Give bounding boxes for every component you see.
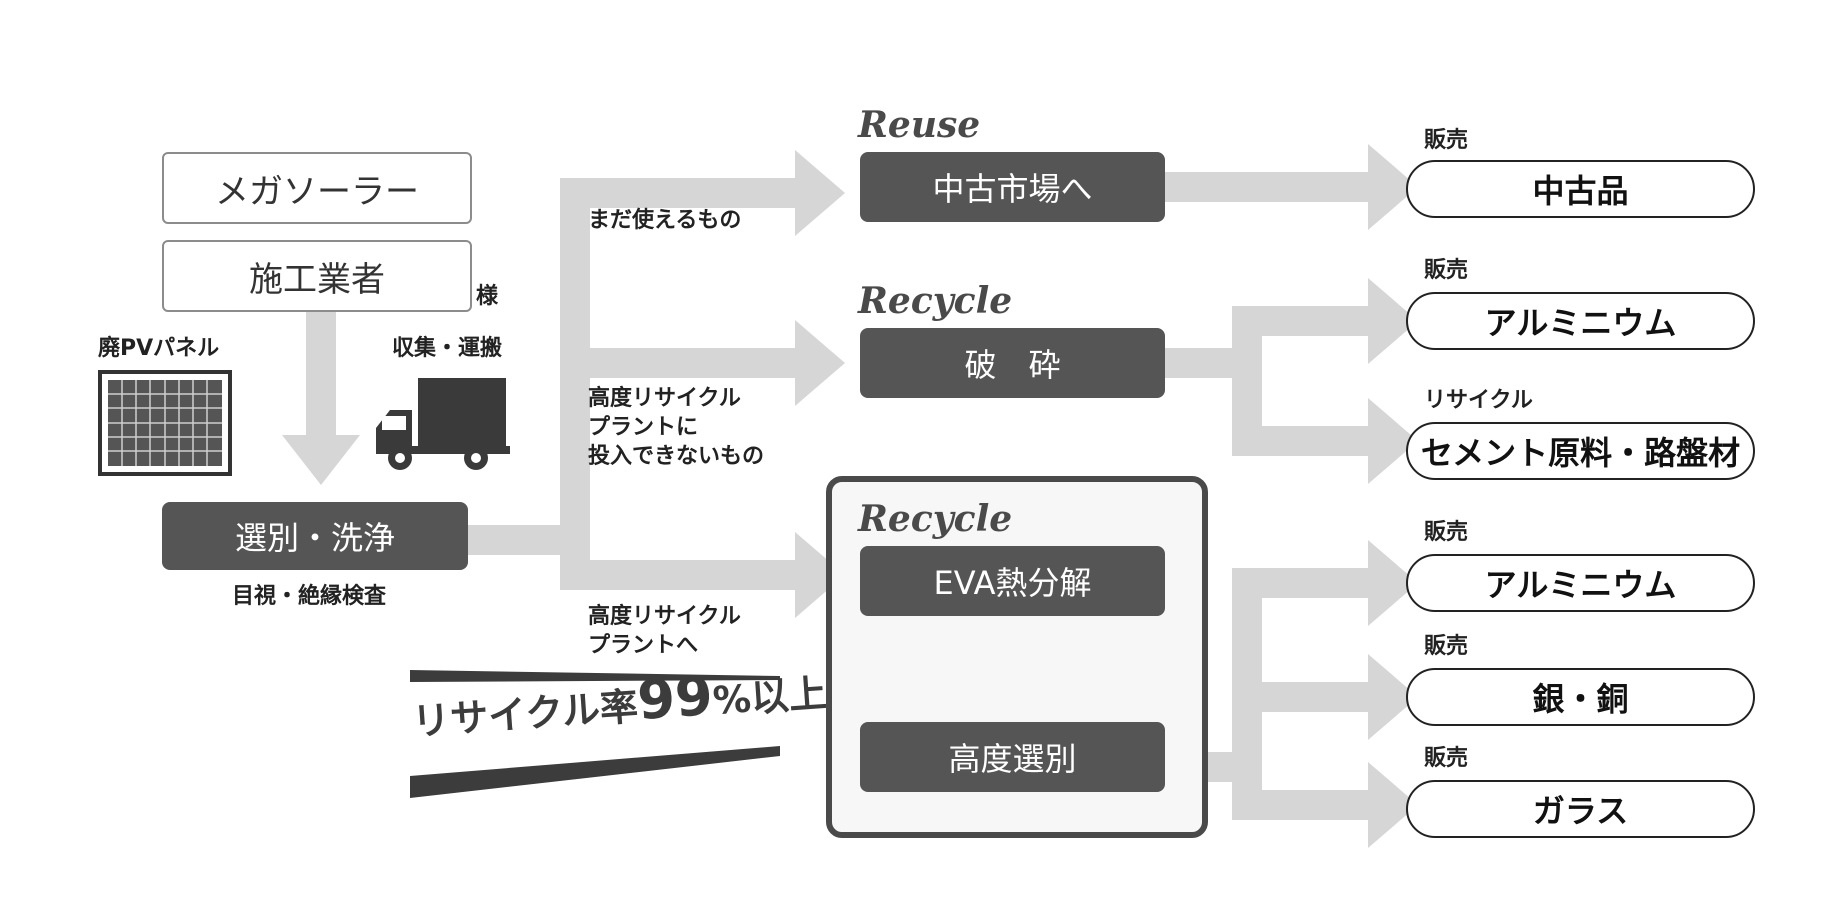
recycle-title-2: Recycle: [858, 498, 1013, 540]
output-item-3: セメント原料・路盤材: [1406, 422, 1755, 480]
recycle-rate-suffix: 以上: [749, 671, 829, 721]
arrow-adv-to-alu-head: [1368, 540, 1418, 626]
panel-label: 廃PVパネル: [98, 336, 220, 361]
note-to-plant: 高度リサイクル プラントへ: [588, 602, 741, 660]
output-item-2: アルミニウム: [1406, 292, 1755, 350]
reuse-title: Reuse: [858, 104, 981, 146]
output-item-6: ガラス: [1406, 780, 1755, 838]
sort-wash-label: 選別・洗浄: [234, 519, 395, 557]
arrow-to-crush: [560, 348, 800, 378]
recycle-title-1: Recycle: [858, 280, 1013, 322]
arrow-trunk: [560, 178, 590, 580]
note-to-plant-line2: プラントへ: [588, 633, 699, 658]
source-mega-solar: メガソーラー: [162, 152, 472, 224]
arrow-adv-to-metal: [1232, 682, 1370, 712]
note-usable: まだ使えるもの: [588, 208, 742, 233]
arrow-reuse-out: [1165, 172, 1370, 202]
recycle-rate-unit: %: [711, 676, 753, 723]
arrow-to-reuse-head: [795, 150, 845, 236]
note-not-recyclable-line1: 高度リサイクル: [588, 386, 741, 411]
output-item-6-label: ガラス: [1532, 792, 1629, 830]
note-not-recyclable-line3: 投入できないもの: [588, 444, 765, 469]
output-tag-5: 販売: [1424, 634, 1469, 659]
output-item-5-label: 銀・銅: [1532, 680, 1629, 718]
recycle-rate-wedge-top: [410, 670, 780, 682]
output-tag-2: 販売: [1424, 258, 1469, 283]
source-contractor-label: 施工業者: [249, 259, 385, 300]
arrow-adv-to-glass-head: [1368, 762, 1418, 848]
arrow-down-sources-head: [282, 435, 360, 485]
advanced-sort-label: 高度選別: [948, 740, 1077, 778]
used-market-box: 中古市場へ: [860, 152, 1165, 222]
source-contractor: 施工業者: [162, 240, 472, 312]
output-tag-3: リサイクル: [1424, 388, 1533, 413]
output-tag-6: 販売: [1424, 746, 1469, 771]
eva-pyrolysis-box: EVA熱分解: [860, 546, 1165, 616]
source-mega-solar-label: メガソーラー: [215, 171, 419, 212]
recycle-rate-value: 99: [635, 664, 715, 733]
inspection-note: 目視・絶縁検査: [232, 584, 387, 609]
used-market-label: 中古市場へ: [932, 170, 1093, 208]
eva-pyrolysis-label: EVA熱分解: [933, 564, 1092, 602]
crush-label: 破 砕: [964, 346, 1061, 384]
recycle-rate-wedge-bottom: [410, 746, 780, 798]
transport-label: 収集・運搬: [392, 336, 503, 361]
arrow-to-reuse: [560, 178, 800, 208]
arrow-crush-to-cement-head: [1368, 398, 1418, 484]
arrow-crush-to-cement: [1232, 426, 1370, 456]
sort-wash-box: 選別・洗浄: [162, 502, 468, 570]
arrow-crush-out: [1165, 348, 1245, 378]
arrow-to-crush-head: [795, 320, 845, 406]
output-item-4: アルミニウム: [1406, 554, 1755, 612]
note-not-recyclable-line2: プラントに: [588, 415, 699, 440]
advanced-sort-box: 高度選別: [860, 722, 1165, 792]
output-item-2-label: アルミニウム: [1484, 304, 1677, 342]
crush-box: 破 砕: [860, 328, 1165, 398]
output-item-5: 銀・銅: [1406, 668, 1755, 726]
output-tag-4: 販売: [1424, 520, 1469, 545]
arrow-reuse-out-head: [1368, 144, 1418, 230]
arrow-to-plant: [560, 560, 800, 590]
note-not-recyclable: 高度リサイクル プラントに 投入できないもの: [588, 384, 764, 471]
truck-icon: [376, 378, 510, 470]
pv-panel-icon: [98, 370, 232, 476]
arrow-down-sources: [306, 310, 336, 435]
arrow-crush-to-alu-head: [1368, 278, 1418, 364]
honorific-label: 様: [476, 284, 499, 309]
arrow-adv-to-glass: [1232, 790, 1370, 820]
output-item-3-label: セメント原料・路盤材: [1420, 434, 1741, 472]
arrow-crush-to-alu: [1232, 306, 1370, 336]
output-item-1-label: 中古品: [1532, 172, 1629, 210]
arrow-adv-to-metal-head: [1368, 654, 1418, 740]
output-item-1: 中古品: [1406, 160, 1755, 218]
arrow-to-plant-head: [795, 532, 845, 618]
output-item-4-label: アルミニウム: [1484, 566, 1677, 604]
note-to-plant-line1: 高度リサイクル: [588, 604, 741, 629]
output-tag-1: 販売: [1424, 128, 1469, 153]
arrow-adv-to-alu: [1232, 568, 1370, 598]
